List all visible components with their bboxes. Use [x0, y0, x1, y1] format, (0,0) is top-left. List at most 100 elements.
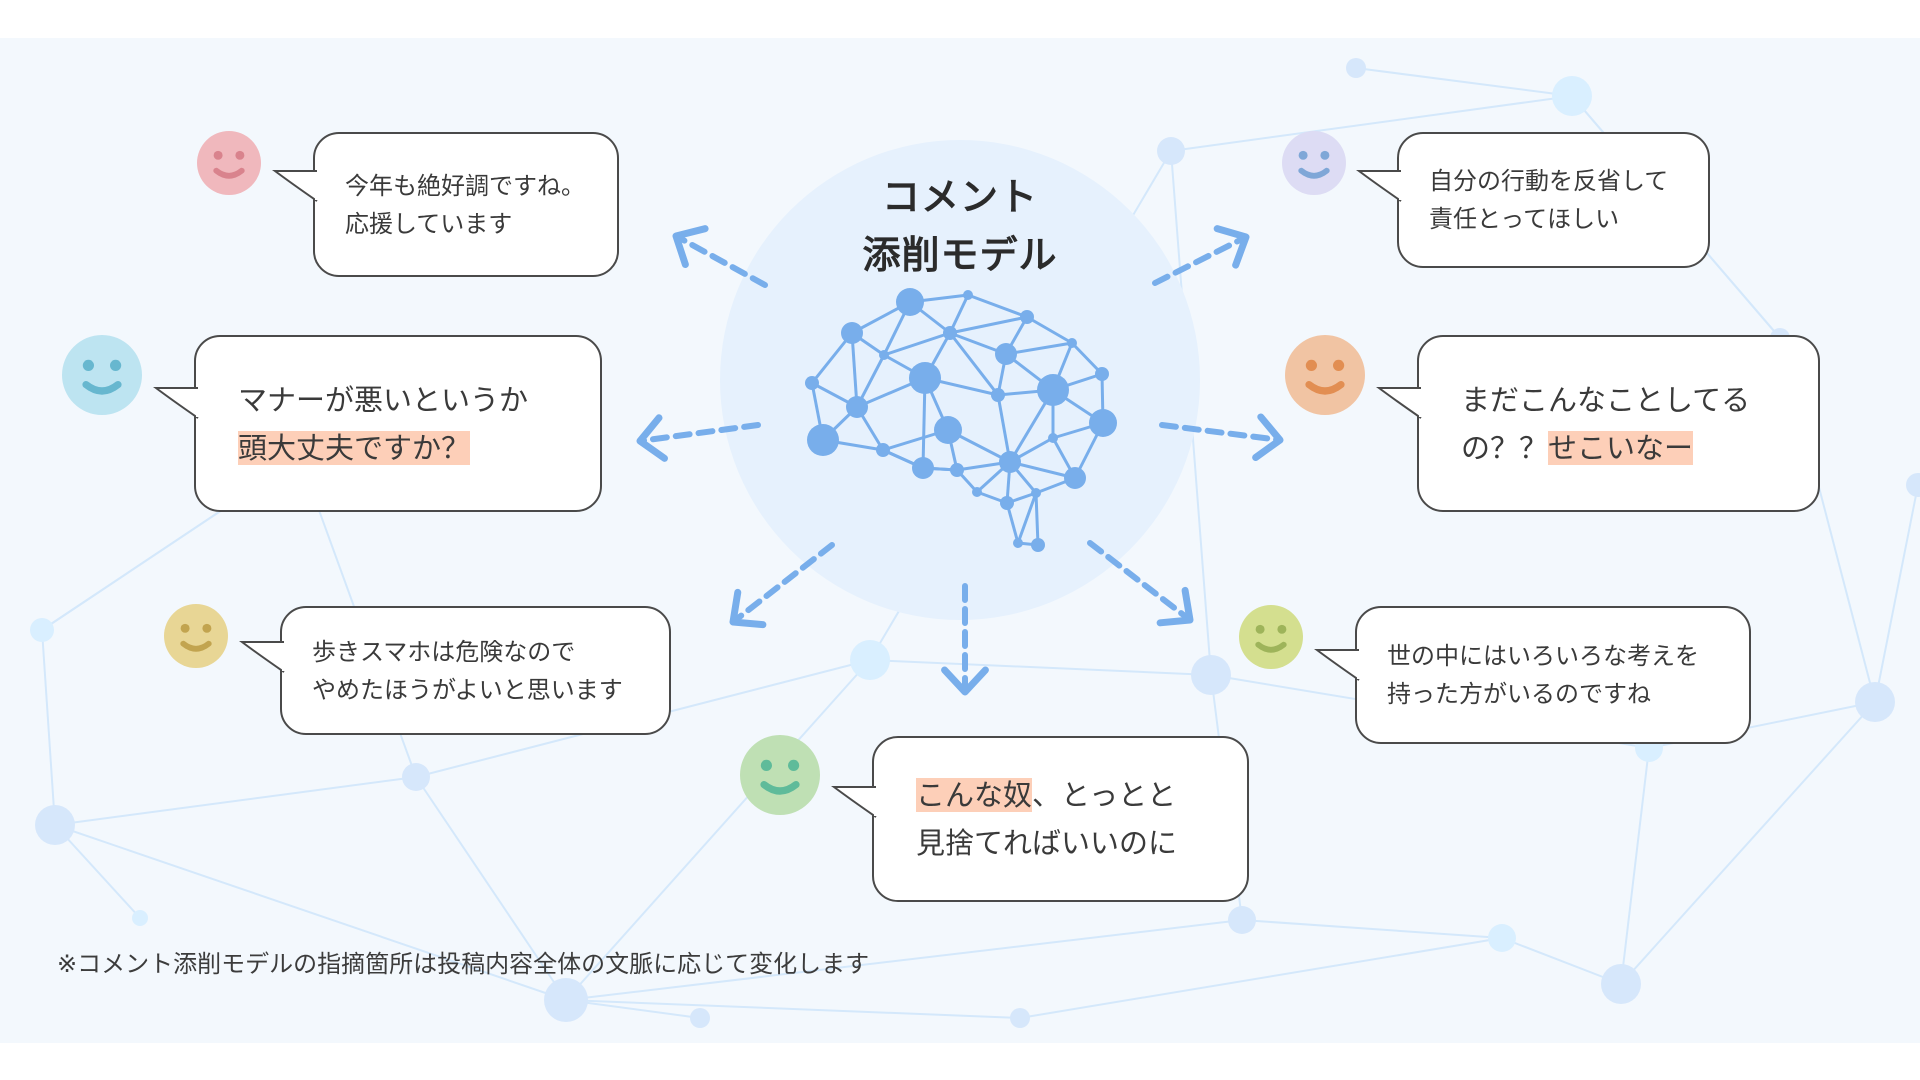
arrow-head-icon	[1213, 225, 1250, 269]
network-link	[1241, 919, 1503, 939]
network-node	[690, 1008, 710, 1028]
brain-link	[1005, 341, 1073, 356]
brain-node	[909, 362, 941, 394]
face-eye	[788, 759, 800, 771]
comment-line-2: 見捨てればいいのに	[916, 819, 1247, 867]
comment-line-1: マナーが悪いというか	[238, 376, 600, 424]
brain-node	[846, 396, 868, 418]
comment-bubble-bottom-right: 世の中にはいろいろな考えを 持った方がいるのですね	[1313, 606, 1751, 744]
brain-link	[1016, 492, 1038, 544]
face-mouth	[180, 640, 212, 652]
network-node	[1488, 924, 1516, 952]
network-link	[1170, 95, 1573, 152]
network-node	[35, 805, 75, 845]
brain-node	[1089, 409, 1117, 437]
face-icon-bottom-right	[1239, 605, 1303, 669]
network-node	[1552, 76, 1592, 116]
network-link	[869, 659, 1212, 676]
network-link	[1019, 937, 1503, 1019]
network-node	[30, 618, 54, 642]
brain-link	[967, 293, 1028, 319]
network-node	[1855, 682, 1895, 722]
comment-line-2: 応援しています	[345, 205, 617, 243]
direction-arrows	[636, 225, 1284, 696]
comment-text: 歩きスマホは危険なので	[312, 637, 576, 666]
arrow-head-icon	[672, 225, 709, 269]
brain-node	[1064, 467, 1086, 489]
brain-node	[805, 376, 819, 390]
arrow-shaft	[730, 542, 835, 625]
brain-node	[879, 350, 889, 360]
network-link	[1620, 747, 1650, 985]
face-mouth	[213, 167, 245, 179]
brain-node	[991, 388, 1005, 402]
bubble-tail	[830, 786, 878, 818]
brain-node	[1067, 338, 1077, 348]
network-node	[402, 763, 430, 791]
comment-text: 今年も絶好調ですね。	[345, 171, 585, 200]
smiley-face-icon	[1298, 150, 1330, 179]
comment-bubble-top-right: 自分の行動を反省して 責任とってほしい	[1355, 132, 1710, 268]
network-link	[565, 919, 1243, 1001]
face-eye	[1333, 359, 1345, 371]
face-eye	[82, 359, 94, 371]
comment-text: 世の中にはいろいろな考えを	[1387, 642, 1699, 670]
face-icon-top-left	[197, 131, 261, 195]
bubble-tail	[271, 170, 319, 202]
brain-node	[896, 288, 924, 316]
comment-line-2: やめたほうがよいと思います	[312, 671, 669, 709]
brain-node	[1013, 538, 1023, 548]
comment-text: 見捨てればいいのに	[916, 826, 1178, 860]
arrow-shaft	[1152, 234, 1249, 286]
face-mouth	[82, 381, 122, 395]
brain-node	[995, 343, 1017, 365]
brain-node	[1000, 496, 1014, 510]
brain-node	[943, 326, 957, 340]
network-link	[1620, 701, 1876, 985]
network-node	[1346, 58, 1366, 78]
brain-node	[876, 443, 890, 457]
brain-node	[1031, 488, 1041, 498]
bubble-tail	[152, 387, 200, 419]
network-link	[1874, 484, 1919, 703]
comment-line-1: 自分の行動を反省して	[1429, 162, 1708, 200]
face-icon-bottom-left	[164, 604, 228, 668]
brain-link	[1009, 460, 1076, 480]
face-eye	[202, 623, 212, 633]
comment-text: やめたほうがよいと思います	[312, 675, 623, 704]
arrow-head-icon	[729, 588, 767, 629]
face-eye	[1320, 150, 1330, 160]
comment-bubble-bottom-center: こんな奴、とっとと 見捨てればいいのに	[830, 736, 1249, 902]
comment-text: 応援しています	[345, 209, 513, 238]
brain-link	[850, 332, 859, 408]
brain-link	[949, 315, 1028, 335]
face-eye	[110, 359, 122, 371]
arrow-to-bottom-right	[1087, 540, 1194, 627]
brain-node	[807, 424, 839, 456]
network-node	[1601, 964, 1641, 1004]
network-node	[544, 978, 588, 1022]
bubble-tail	[1313, 649, 1361, 681]
comment-bubble-middle-left: マナーが悪いというか 頭大丈夫ですか？	[152, 335, 602, 512]
smiley-face-icon	[760, 759, 800, 795]
face-eye	[235, 150, 245, 160]
arrow-to-top-right	[1152, 225, 1250, 286]
brain-node	[963, 290, 973, 300]
highlighted-phrase: せこいなー	[1548, 430, 1694, 465]
comment-line-2: 責任とってほしい	[1429, 200, 1708, 238]
face-eye	[760, 759, 772, 771]
brain-link	[948, 332, 1000, 396]
comment-line-2: 頭大丈夫ですか？	[238, 424, 600, 472]
network-node	[1157, 137, 1185, 165]
face-icon-bottom-center	[740, 735, 820, 815]
face-mouth	[1305, 381, 1345, 395]
arrow-shaft	[1087, 540, 1193, 623]
network-link	[54, 824, 567, 1001]
comment-text: 、とっとと	[1032, 778, 1177, 812]
brain-link	[1070, 341, 1104, 376]
arrow-shaft	[673, 233, 768, 288]
comment-line-1: 歩きスマホは危険なので	[312, 633, 669, 671]
network-node	[1906, 473, 1920, 497]
network-link	[41, 629, 56, 826]
arrow-to-top-left	[672, 225, 768, 288]
